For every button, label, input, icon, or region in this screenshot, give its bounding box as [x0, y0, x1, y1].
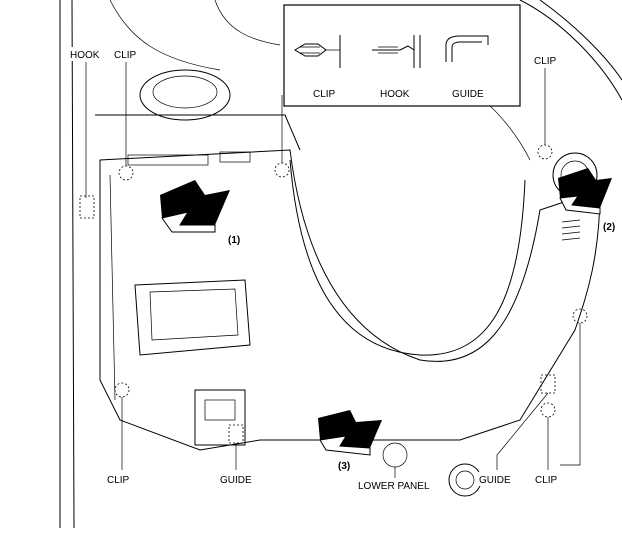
clip-location-marker: [537, 144, 553, 160]
arrow-1-icon: [160, 180, 230, 233]
step-2-label: (2): [603, 222, 615, 233]
arrow-3-icon: [318, 410, 382, 456]
clip-location-marker: [540, 402, 556, 418]
guide-legend-icon: [445, 35, 489, 62]
arrow-2-icon: [558, 168, 612, 215]
clip-location-marker: [118, 165, 134, 181]
dashboard-background: [59, 0, 622, 529]
legend-hook-label: HOOK: [380, 89, 410, 100]
clip-location-marker: [572, 308, 588, 324]
callout-lower-panel: LOWER PANEL: [358, 481, 430, 492]
callout-clip-top-right: CLIP: [534, 56, 557, 67]
lower-panel: [99, 149, 601, 497]
callout-hook-left: HOOK: [70, 50, 100, 61]
callout-clip-bottom-left: CLIP: [107, 475, 130, 486]
hook-location-marker: [79, 195, 95, 219]
step-1-label: (1): [228, 235, 240, 246]
clip-legend-icon: [294, 35, 341, 68]
callout-guide-bottom-right: GUIDE: [479, 475, 511, 486]
hook-legend-icon: [372, 35, 421, 68]
leader-lines: [85, 62, 581, 478]
clip-location-marker: [274, 162, 290, 178]
fastener-legend: CLIP HOOK GUIDE: [283, 4, 521, 107]
step-3-label: (3): [338, 461, 350, 472]
fastener-locations: [79, 144, 588, 444]
callout-clip-top-left: CLIP: [114, 50, 137, 61]
callout-labels: HOOK CLIP CLIP CLIP GUIDE LOWER PANEL GU…: [66, 47, 562, 492]
legend-guide-label: GUIDE: [452, 89, 484, 100]
legend-clip-label: CLIP: [313, 89, 336, 100]
callout-clip-bottom-right: CLIP: [535, 475, 558, 486]
clip-location-marker: [114, 382, 130, 398]
guide-location-marker: [540, 374, 556, 394]
guide-location-marker: [228, 424, 244, 444]
callout-guide-bottom-left: GUIDE: [220, 475, 252, 486]
step-labels: (1) (2) (3): [228, 222, 615, 472]
